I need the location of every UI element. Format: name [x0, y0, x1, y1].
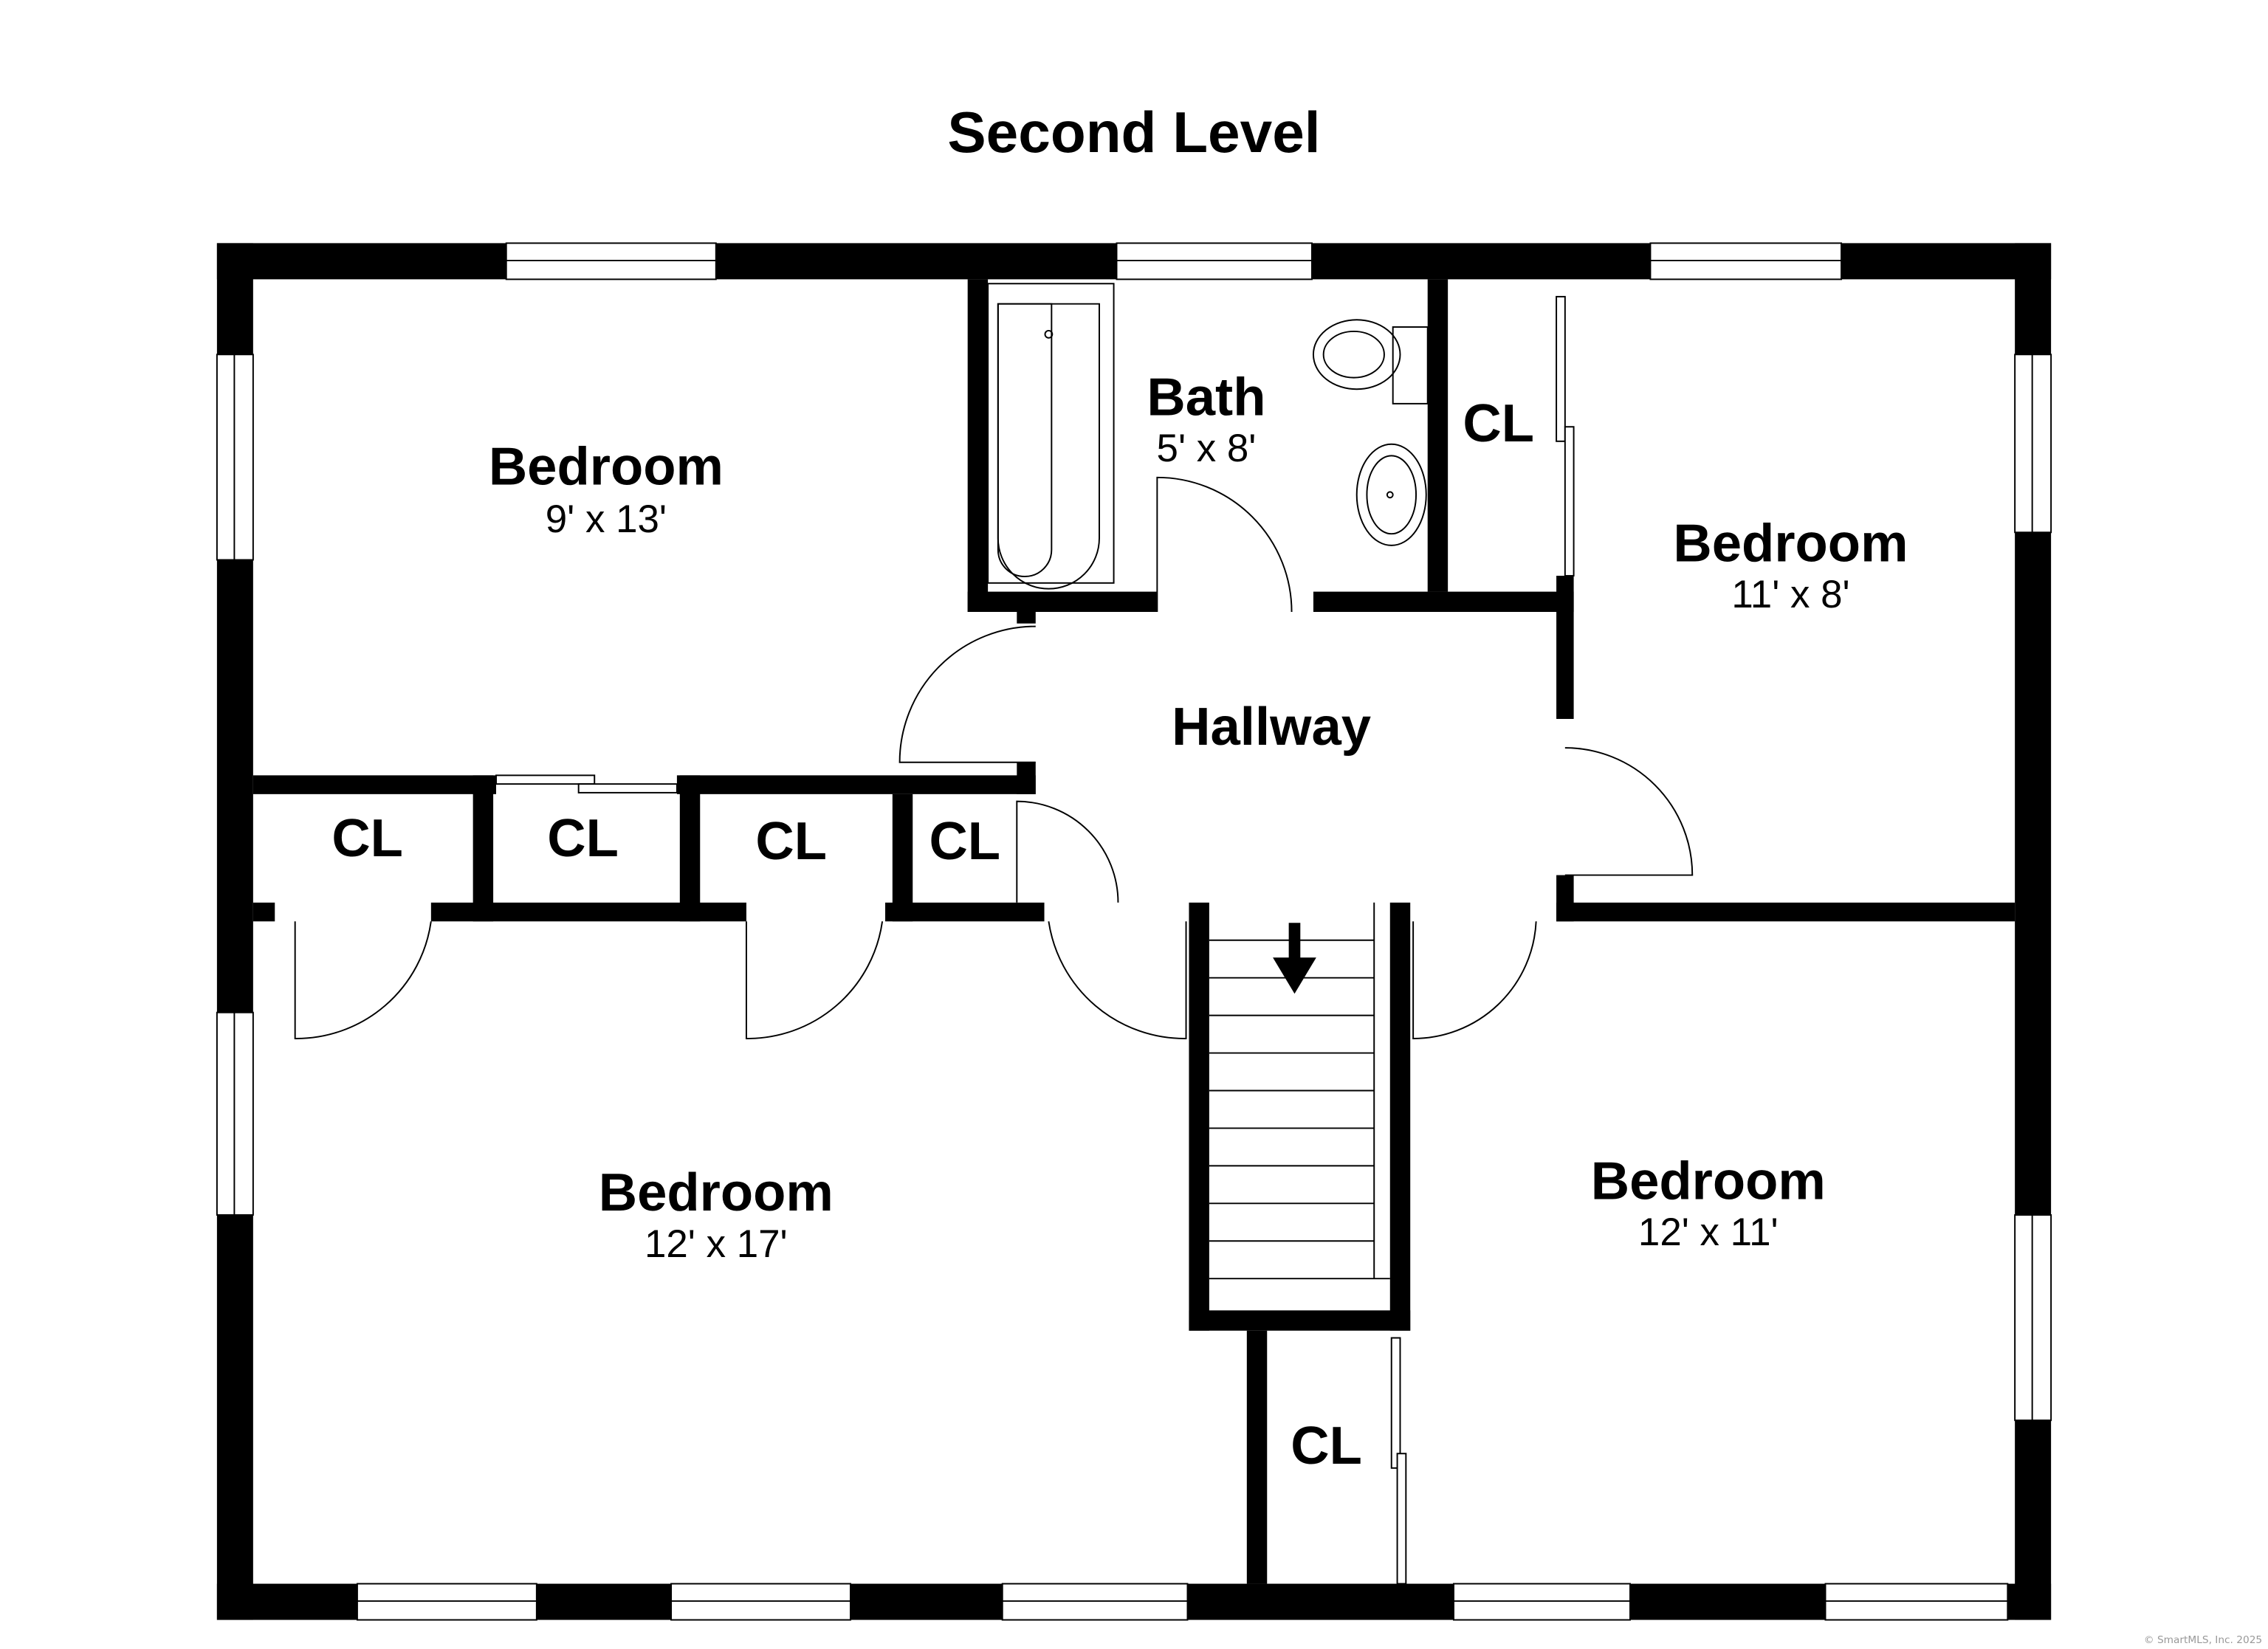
window [1824, 1583, 2009, 1621]
room-size: 9' x 13' [546, 498, 667, 541]
arrow-down-icon [1273, 923, 1316, 994]
window [1649, 242, 1843, 280]
room-name: Bedroom [1591, 1151, 1826, 1211]
window [216, 1011, 254, 1216]
copyright-watermark: © SmartMLS, Inc. 2025 [2144, 1634, 2262, 1646]
room-name: Bedroom [599, 1163, 834, 1222]
doors [294, 476, 1694, 1039]
window [356, 1583, 537, 1621]
room-name: CL [1291, 1416, 1362, 1476]
window [505, 242, 717, 280]
window [670, 1583, 851, 1621]
staircase [1209, 902, 1390, 1280]
room-size: 5' x 8' [1157, 427, 1257, 470]
plan-title: Second Level [947, 100, 1320, 165]
room-size: 11' x 8' [1731, 573, 1849, 616]
window [216, 354, 254, 561]
interior-walls [252, 279, 2016, 1584]
room-name: CL [755, 811, 827, 871]
window [1116, 242, 1313, 280]
window [2014, 1214, 2052, 1422]
room-name: Hallway [1172, 697, 1371, 757]
bathtub [987, 283, 1115, 590]
window [1001, 1583, 1189, 1621]
room-name: CL [929, 811, 1000, 871]
sliding-doors [495, 295, 1575, 1585]
window [2014, 354, 2052, 534]
room-name: CL [1463, 393, 1534, 453]
window [1453, 1583, 1631, 1621]
room-labels: Bedroom 9' x 13' Bath 5' x 8' CL Bedroom… [331, 368, 1908, 1476]
room-name: Bath [1147, 368, 1265, 427]
room-name: Bedroom [1673, 513, 1908, 573]
room-size: 12' x 11' [1638, 1211, 1779, 1254]
toilet [1312, 319, 1429, 404]
windows [216, 242, 2052, 1621]
room-name: Bedroom [489, 437, 724, 497]
sink [1355, 443, 1427, 546]
room-name: CL [547, 808, 619, 868]
room-size: 12' x 17' [645, 1222, 788, 1266]
room-name: CL [331, 808, 403, 868]
